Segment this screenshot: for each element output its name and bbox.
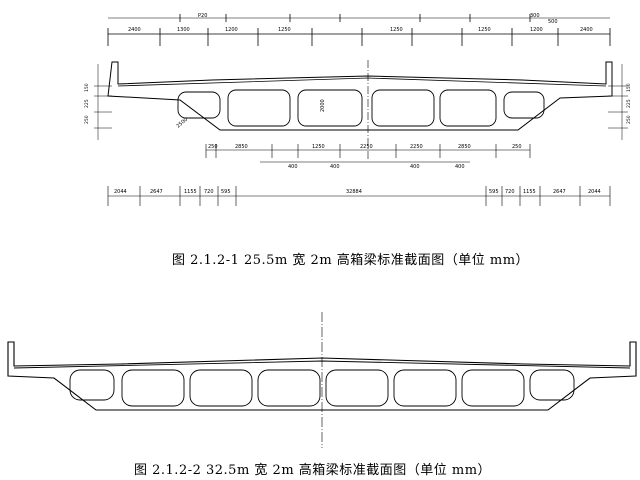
dim-label: 2400 xyxy=(580,27,593,33)
cell xyxy=(189,369,253,407)
dim-label: 2044 xyxy=(114,189,127,195)
cell xyxy=(297,89,363,127)
dim-label: 1250 xyxy=(390,27,403,33)
dim-label: 2250 xyxy=(360,144,373,150)
box-cells xyxy=(177,89,545,127)
dim-label: 595 xyxy=(489,189,499,195)
cell xyxy=(503,91,545,119)
dim-label: 1155 xyxy=(184,189,197,195)
dim-label: 1155 xyxy=(523,189,536,195)
dim-label: 720 xyxy=(505,189,515,195)
figure-1-section: 2400 1300 1200 1250 1250 1250 1200 2400 … xyxy=(84,13,632,206)
total-width-label: 32884 xyxy=(346,189,362,195)
dim-label: 250 xyxy=(84,115,90,124)
dim-label: 500 xyxy=(548,19,558,25)
dim-label: 250 xyxy=(626,115,632,124)
top-dimension-labels: 2400 1300 1200 1250 1250 1250 1200 2400 … xyxy=(128,13,593,33)
figure-2-section xyxy=(7,312,637,448)
dim-label: 300 xyxy=(530,13,540,19)
center-height-label: 2000 xyxy=(320,99,326,112)
left-side-dims xyxy=(94,64,112,140)
cell xyxy=(257,369,321,407)
dim-label: 1250 xyxy=(278,27,291,33)
cell xyxy=(439,89,497,127)
cell xyxy=(393,369,457,407)
dim-label: 150 xyxy=(84,83,90,92)
dim-label: 595 xyxy=(221,189,231,195)
dim-label: 2647 xyxy=(150,189,163,195)
deck-top-line xyxy=(117,77,607,87)
dim-label: 2850 xyxy=(235,144,248,150)
dim-label: 2400 xyxy=(128,27,141,33)
box-cells xyxy=(69,369,575,407)
dim-label: 400 xyxy=(288,164,298,170)
bottom-dimension-line xyxy=(107,186,611,206)
right-side-dims xyxy=(608,64,628,140)
dim-label: 1200 xyxy=(530,27,543,33)
middle-dimension-labels: 250 2850 1250 2250 2250 2850 250 400 400… xyxy=(208,144,522,170)
cell xyxy=(121,369,185,407)
figure-1-caption: 图 2.1.2-1 25.5m 宽 2m 高箱梁标准截面图（单位 mm） xyxy=(172,253,530,268)
dim-label: 225 xyxy=(626,99,632,108)
dim-label: 1250 xyxy=(478,27,491,33)
side-labels: 150 225 250 150 225 250 xyxy=(84,83,632,124)
dim-label: 400 xyxy=(455,164,465,170)
web-label: 2500 xyxy=(175,117,189,130)
dim-label: 400 xyxy=(330,164,340,170)
dim-label: 250 xyxy=(208,144,218,150)
deck-top-line xyxy=(13,360,631,369)
dim-label: 150 xyxy=(626,83,632,92)
cell xyxy=(69,369,115,401)
dim-label: 2850 xyxy=(458,144,471,150)
dim-label: 2250 xyxy=(410,144,423,150)
cell xyxy=(177,91,221,119)
dim-label: 2647 xyxy=(553,189,566,195)
top-dimension-line xyxy=(107,14,611,46)
dim-label: 250 xyxy=(512,144,522,150)
dim-label: 400 xyxy=(410,164,420,170)
cell xyxy=(325,369,389,407)
cell xyxy=(529,369,575,401)
cell xyxy=(371,89,435,127)
dim-label: 1250 xyxy=(312,144,325,150)
bottom-dimension-labels: 2044 2647 1155 720 595 32884 595 720 115… xyxy=(114,189,601,195)
dim-label: 1200 xyxy=(225,27,238,33)
box-girder-outline xyxy=(107,61,613,131)
dim-label: P20 xyxy=(198,13,207,19)
figure-2-caption: 图 2.1.2-2 32.5m 宽 2m 高箱梁标准截面图（单位 mm） xyxy=(134,463,492,478)
middle-dimension-line xyxy=(205,144,531,163)
cell xyxy=(227,89,291,127)
dim-label: 225 xyxy=(84,99,90,108)
dim-label: 720 xyxy=(204,189,214,195)
box-girder-outline xyxy=(7,341,637,411)
dim-label: 2044 xyxy=(588,189,601,195)
cell xyxy=(461,369,525,407)
dim-label: 1300 xyxy=(177,27,190,33)
